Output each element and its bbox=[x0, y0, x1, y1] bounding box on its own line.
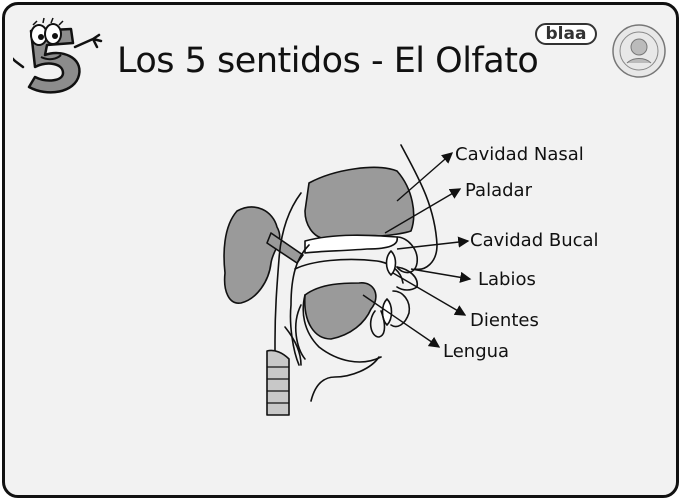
label-paladar: Paladar bbox=[465, 180, 532, 201]
banco-republica-seal-icon bbox=[612, 24, 666, 78]
pointer-dientes bbox=[392, 272, 467, 316]
pointer-cavidad-nasal bbox=[396, 152, 454, 202]
label-cavidad-bucal: Cavidad Bucal bbox=[470, 230, 599, 251]
label-labios: Labios bbox=[478, 269, 536, 290]
nasal-cavity bbox=[304, 166, 415, 240]
nose-mouth-cross-section-diagram bbox=[223, 144, 472, 416]
trachea bbox=[266, 349, 290, 416]
mascot-five-icon bbox=[13, 17, 103, 94]
slide-frame: Los 5 sentidos - El Olfato blaa bbox=[2, 2, 679, 498]
page-title: Los 5 sentidos - El Olfato bbox=[117, 41, 539, 81]
label-dientes: Dientes bbox=[470, 310, 539, 331]
blaa-logo: blaa bbox=[535, 23, 597, 45]
tongue bbox=[304, 282, 377, 340]
label-lengua: Lengua bbox=[443, 341, 510, 362]
brain-lobe bbox=[223, 206, 281, 304]
pointer-paladar bbox=[384, 188, 462, 234]
palate bbox=[304, 234, 398, 254]
pointer-lengua bbox=[362, 294, 441, 348]
upper-teeth bbox=[385, 250, 397, 276]
label-cavidad-nasal: Cavidad Nasal bbox=[455, 144, 584, 165]
pointer-labios bbox=[410, 268, 472, 283]
pointer-cavidad-bucal bbox=[396, 236, 470, 250]
lower-lip bbox=[390, 290, 411, 328]
